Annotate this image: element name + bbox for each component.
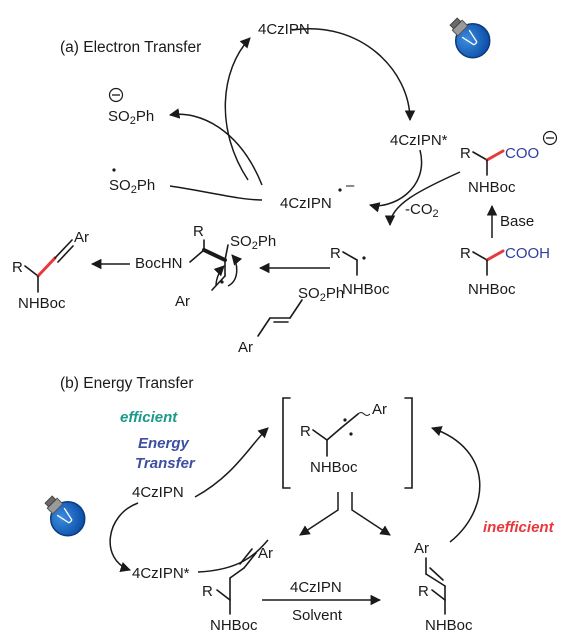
arrow-to-z-isomer <box>351 492 391 536</box>
arrow-energy-transfer-down <box>197 539 269 573</box>
svg-text:COOH: COOH <box>505 245 550 262</box>
svg-text:R: R <box>12 259 23 276</box>
arrow-sulfonyl-radical <box>169 185 263 201</box>
svg-text:SO2Ph: SO2Ph <box>230 233 276 252</box>
conditions-catalyst: 4CzIPN <box>290 579 342 596</box>
lightbulb-icon <box>449 17 491 59</box>
sulfinate-label: SO2Ph <box>108 108 154 127</box>
minus-sign: – <box>346 177 355 194</box>
svg-text:COO: COO <box>505 145 539 162</box>
transfer-label: Transfer <box>135 455 196 472</box>
panel-b-title: (b) Energy Transfer <box>60 375 194 392</box>
cycle-arc-electron-transfer <box>368 149 423 213</box>
alkyl-radical-structure: R NHBoc <box>330 245 390 298</box>
svg-text:NHBoc: NHBoc <box>425 617 473 634</box>
efficient-label: efficient <box>120 409 178 426</box>
diradical-intermediate: R Ar NHBoc <box>282 397 413 489</box>
svg-text:R: R <box>330 245 341 262</box>
energy-label: Energy <box>138 435 190 452</box>
svg-text:Ar: Ar <box>74 229 89 246</box>
svg-text:R: R <box>460 245 471 262</box>
base-label: Base <box>500 213 534 230</box>
svg-text:Ar: Ar <box>414 540 429 557</box>
cycle-arc-excitation <box>291 28 416 122</box>
catalyst-radical-anion-label: 4CzIPN <box>280 195 332 212</box>
catalyst-ground-label-b: 4CzIPN <box>132 484 184 501</box>
carboxylate-structure: R COO NHBoc <box>460 130 558 196</box>
catalyst-ground-label: 4CzIPN <box>258 21 310 38</box>
svg-text:NHBoc: NHBoc <box>468 281 516 298</box>
arrow-inefficient <box>431 426 481 543</box>
adduct-radical-structure: R BocHN SO2Ph Ar <box>135 223 276 310</box>
conditions-solvent: Solvent <box>292 607 343 624</box>
minus-circle-icon <box>108 87 124 103</box>
lightbulb-icon <box>44 495 86 537</box>
catalyst-excited-label-b: 4CzIPN* <box>132 565 190 582</box>
svg-text:NHBoc: NHBoc <box>342 281 390 298</box>
catalyst-excited-label: 4CzIPN* <box>390 132 448 149</box>
svg-text:R: R <box>418 583 429 600</box>
inefficient-label: inefficient <box>483 519 555 536</box>
e-isomer-structure: Ar R NHBoc <box>202 545 273 634</box>
minus-circle-icon <box>542 130 558 146</box>
svg-text:BocHN: BocHN <box>135 255 183 272</box>
carboxylic-acid-structure: R COOH NHBoc <box>460 245 550 298</box>
arrow-sulfinate <box>168 108 263 186</box>
radical-dot <box>112 168 116 172</box>
arrow-energy-transfer-up <box>194 427 269 498</box>
svg-text:NHBoc: NHBoc <box>310 459 358 476</box>
svg-text:R: R <box>193 223 204 240</box>
decarboxylation-label: -CO2 <box>405 201 439 220</box>
svg-text:Ar: Ar <box>175 293 190 310</box>
radical-dot <box>338 188 342 192</box>
svg-text:NHBoc: NHBoc <box>18 295 66 312</box>
svg-text:R: R <box>460 145 471 162</box>
svg-text:NHBoc: NHBoc <box>210 617 258 634</box>
sulfonyl-radical-label: SO2Ph <box>109 177 155 196</box>
arrow-decarboxylation <box>384 171 461 227</box>
panel-a-title: (a) Electron Transfer <box>60 39 201 56</box>
svg-text:Ar: Ar <box>372 401 387 418</box>
cycle-arc-return <box>224 37 251 181</box>
z-isomer-structure: Ar R NHBoc <box>414 540 473 634</box>
svg-text:SO2Ph: SO2Ph <box>298 285 344 304</box>
svg-text:Ar: Ar <box>238 339 253 356</box>
svg-text:Ar: Ar <box>258 545 273 562</box>
allylamine-product-a: R Ar NHBoc <box>12 229 89 312</box>
svg-text:R: R <box>300 423 311 440</box>
svg-text:NHBoc: NHBoc <box>468 179 516 196</box>
arrow-excitation-b <box>109 502 139 572</box>
arrow-to-e-isomer <box>299 492 339 536</box>
vinyl-sulfone-structure: SO2Ph Ar <box>238 285 344 356</box>
svg-text:R: R <box>202 583 213 600</box>
